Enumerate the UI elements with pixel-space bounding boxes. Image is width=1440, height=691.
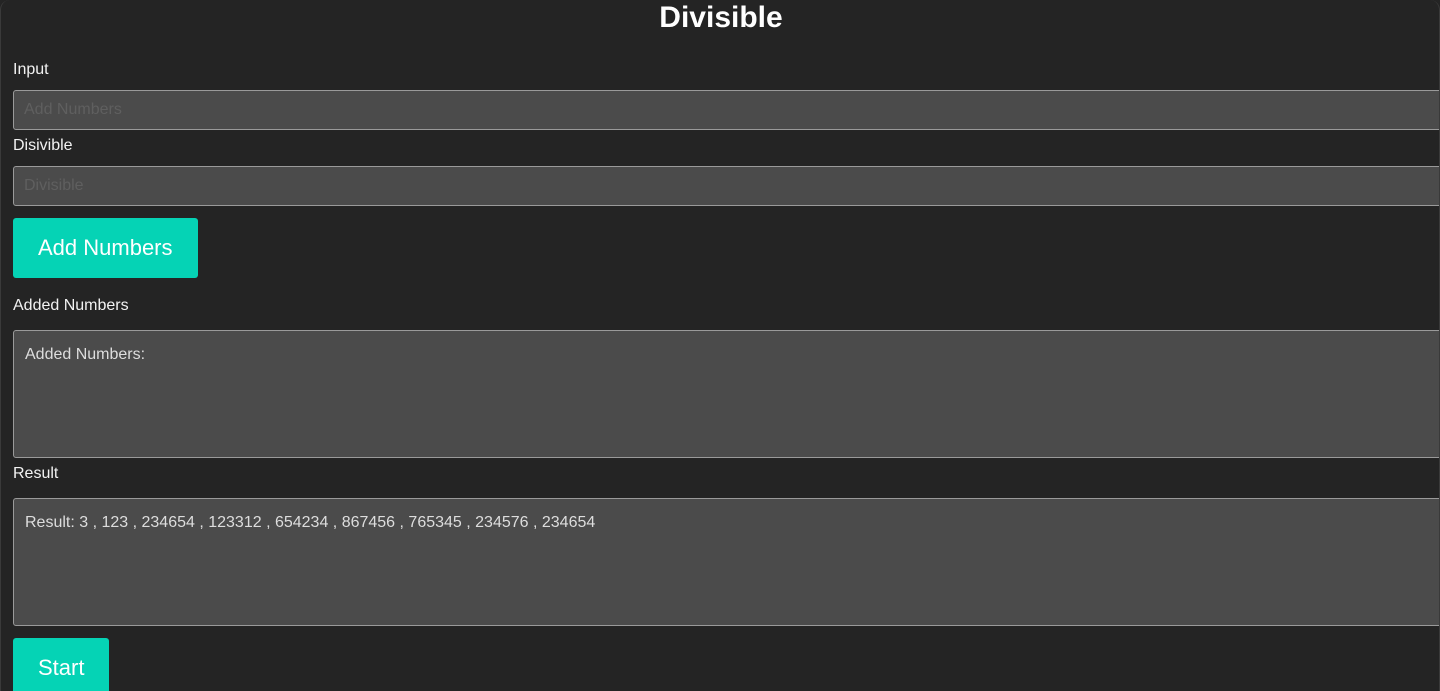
added-numbers-display: Added Numbers: <box>13 330 1439 458</box>
input-label: Input <box>13 61 49 78</box>
start-button[interactable]: Start <box>13 638 110 691</box>
added-numbers-label: Added Numbers <box>13 297 129 314</box>
page-title: Divisible <box>659 1 783 34</box>
divisible-label: Disivible <box>13 137 73 154</box>
numbers-input[interactable] <box>13 90 1439 130</box>
add-numbers-button[interactable]: Add Numbers <box>13 218 198 278</box>
result-label: Result <box>13 465 59 482</box>
divisible-input[interactable] <box>13 166 1439 206</box>
result-display: Result: 3 , 123 , 234654 , 123312 , 6542… <box>13 498 1439 626</box>
